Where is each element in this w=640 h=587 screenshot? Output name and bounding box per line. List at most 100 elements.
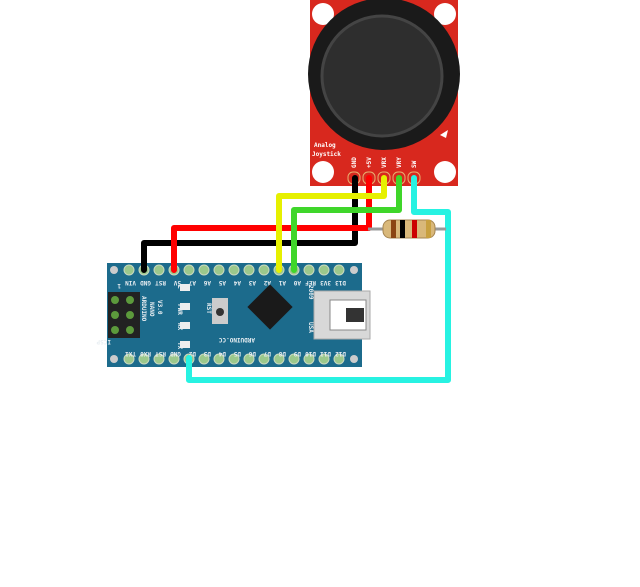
icsp-pin bbox=[126, 326, 134, 334]
usb-slot bbox=[346, 308, 364, 322]
pin-d13[interactable] bbox=[333, 264, 345, 276]
pin-label: A0 bbox=[293, 279, 301, 286]
pin-label: D2 bbox=[188, 350, 196, 357]
icsp-pin bbox=[111, 326, 119, 334]
board-model: NANO bbox=[148, 302, 155, 317]
pin-gnd[interactable] bbox=[168, 353, 180, 365]
rst-label: RST bbox=[205, 303, 212, 314]
mount-hole bbox=[110, 355, 118, 363]
pin-label: D10 bbox=[305, 350, 316, 357]
pin-label: 3V3 bbox=[320, 279, 331, 286]
pin-a3[interactable] bbox=[243, 264, 255, 276]
icsp-pin bbox=[126, 311, 134, 319]
pin-rx0[interactable] bbox=[138, 353, 150, 365]
led-rx bbox=[180, 322, 190, 329]
joystick-pin-label: VRX bbox=[381, 157, 388, 168]
icsp-pin bbox=[111, 311, 119, 319]
led-label: PWR bbox=[176, 304, 183, 315]
pin-tx1[interactable] bbox=[123, 353, 135, 365]
board-version: V3.0 bbox=[156, 300, 163, 315]
pin-rst[interactable] bbox=[153, 264, 165, 276]
led-l bbox=[180, 284, 190, 291]
pin-a2[interactable] bbox=[258, 264, 270, 276]
joystick-title: Joystick bbox=[312, 151, 341, 158]
mount-hole bbox=[434, 3, 456, 25]
led-label: L bbox=[176, 285, 183, 289]
pin-label: 5V bbox=[173, 279, 181, 286]
resistor[interactable] bbox=[368, 219, 446, 239]
mount-hole bbox=[350, 266, 358, 274]
board-name: ARDUINO bbox=[140, 296, 147, 322]
pin-label: D12 bbox=[335, 350, 346, 357]
icsp-pin bbox=[111, 296, 119, 304]
pin-d8[interactable] bbox=[273, 353, 285, 365]
pin-d11[interactable] bbox=[318, 353, 330, 365]
site-label: ARDUINO.CC bbox=[218, 336, 255, 343]
pin-d6[interactable] bbox=[243, 353, 255, 365]
pin-a6[interactable] bbox=[198, 264, 210, 276]
pin-3v3[interactable] bbox=[318, 264, 330, 276]
country-label: USA bbox=[307, 322, 314, 333]
wire-a0-to-vry[interactable] bbox=[291, 175, 402, 273]
mount-hole bbox=[312, 161, 334, 183]
pin-d12[interactable] bbox=[333, 353, 345, 365]
pin-label: GND bbox=[170, 350, 181, 357]
resistor-band bbox=[426, 220, 431, 238]
pin-d4[interactable] bbox=[213, 353, 225, 365]
pin-label: D11 bbox=[320, 350, 331, 357]
pin-label: A5 bbox=[218, 279, 226, 286]
pin-a4[interactable] bbox=[228, 264, 240, 276]
pin-d9[interactable] bbox=[288, 353, 300, 365]
pin-a7[interactable] bbox=[183, 264, 195, 276]
icsp-pin-label: 1 bbox=[117, 282, 121, 289]
pin-d10[interactable] bbox=[303, 353, 315, 365]
pin-ref[interactable] bbox=[303, 264, 315, 276]
joystick-pin-label: VRY bbox=[396, 157, 403, 168]
pin-label: RST bbox=[155, 279, 166, 286]
resistor-band bbox=[400, 220, 405, 238]
led-label: TX bbox=[176, 342, 183, 350]
pin-label: D9 bbox=[293, 350, 301, 357]
pin-vin[interactable] bbox=[123, 264, 135, 276]
led-tx bbox=[180, 341, 190, 348]
led-pwr bbox=[180, 303, 190, 310]
pin-label: A6 bbox=[203, 279, 211, 286]
joystick-title: Analog bbox=[314, 142, 336, 149]
pin-d5[interactable] bbox=[228, 353, 240, 365]
reset-button-cap[interactable] bbox=[216, 308, 224, 316]
resistor-band bbox=[391, 220, 396, 238]
pin-label: A3 bbox=[248, 279, 256, 286]
pin-label: D13 bbox=[335, 279, 346, 286]
joystick-pin-label: SW bbox=[411, 160, 418, 168]
led-label: RX bbox=[176, 323, 183, 331]
mount-hole bbox=[110, 266, 118, 274]
joystick-knob[interactable] bbox=[320, 14, 444, 138]
joystick-pin-label: GND bbox=[351, 157, 358, 168]
year-label: 2009 bbox=[307, 285, 314, 300]
wire-5v-to-5v[interactable] bbox=[171, 175, 372, 273]
pin-label: A2 bbox=[263, 279, 271, 286]
pin-rst[interactable] bbox=[153, 353, 165, 365]
pin-label: A1 bbox=[278, 279, 286, 286]
pin-a5[interactable] bbox=[213, 264, 225, 276]
wire-d2-to-sw[interactable] bbox=[186, 175, 451, 383]
icsp-pin bbox=[126, 296, 134, 304]
pin-d7[interactable] bbox=[258, 353, 270, 365]
pin-label: A7 bbox=[188, 279, 196, 286]
pin-label: D5 bbox=[233, 350, 241, 357]
pin-d3[interactable] bbox=[198, 353, 210, 365]
mount-hole bbox=[350, 355, 358, 363]
pin-label: RX0 bbox=[140, 350, 151, 357]
pin-label: REF bbox=[305, 279, 316, 286]
resistor-band bbox=[412, 220, 417, 238]
mount-hole bbox=[434, 161, 456, 183]
pin-label: D4 bbox=[218, 350, 226, 357]
pin-label: A4 bbox=[233, 279, 241, 286]
mount-hole bbox=[312, 3, 334, 25]
wire-a1-to-vrx[interactable] bbox=[276, 175, 387, 273]
pin-label: RST bbox=[155, 350, 166, 357]
sparkfun-logo-icon bbox=[440, 130, 448, 138]
